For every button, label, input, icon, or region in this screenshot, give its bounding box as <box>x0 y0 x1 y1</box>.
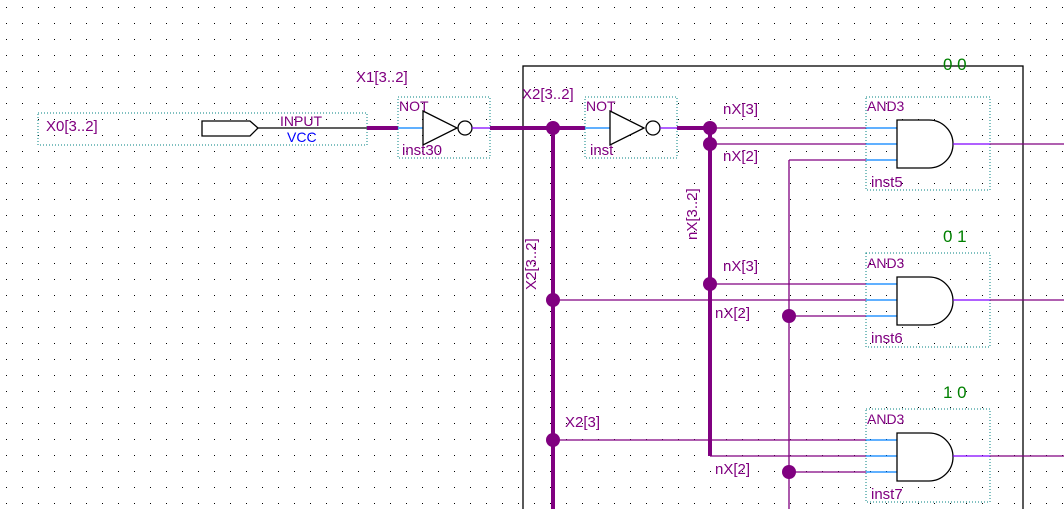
junctions <box>546 121 796 479</box>
and-gate-inst6[interactable]: 0 1 AND3 inst6 <box>865 227 1064 348</box>
gate-inst: inst30 <box>402 142 442 159</box>
net-label: nX[3] <box>723 101 758 118</box>
net-label-x2-vertical: X2[3..2] <box>523 238 540 290</box>
block-border <box>522 65 1024 509</box>
and-gate-inst7[interactable]: 1 0 AND3 inst7 <box>865 383 1064 503</box>
code-label: 1 0 <box>943 383 967 402</box>
net-label-nx-vertical: nX[3..2] <box>684 188 701 240</box>
and-gate-icon <box>896 276 954 326</box>
net-label: nX[2] <box>715 305 750 322</box>
and-gate-icon <box>896 119 954 169</box>
input-pin-name: X0[3..2] <box>46 118 98 135</box>
not-gate-inst[interactable]: NOT inst <box>584 96 678 159</box>
gate-inst: inst <box>590 142 614 159</box>
gate-inst: inst5 <box>871 174 903 191</box>
input-pin-shape <box>201 120 259 137</box>
gate-type: NOT <box>399 98 429 114</box>
net-label: nX[2] <box>715 461 750 478</box>
and-gate-icon <box>896 432 954 482</box>
not-gate-inst30[interactable]: NOT inst30 <box>397 96 491 159</box>
gate-inst: inst7 <box>871 486 903 503</box>
not-gate-icon <box>422 109 459 147</box>
gate-type: AND3 <box>867 98 905 114</box>
code-label: 0 0 <box>943 55 967 74</box>
not-gate-icon <box>609 109 646 147</box>
net-label: nX[3] <box>723 258 758 275</box>
net-label: nX[2] <box>723 148 758 165</box>
gate-type: NOT <box>586 98 616 114</box>
net-label-x1: X1[3..2] <box>356 69 408 86</box>
input-default: VCC <box>287 129 317 145</box>
gate-inst: inst6 <box>871 330 903 347</box>
input-type: INPUT <box>280 113 322 129</box>
net-label: X2[3] <box>565 414 600 431</box>
and-gate-inst5[interactable]: 0 0 AND3 inst5 <box>865 55 1064 191</box>
gate-type: AND3 <box>867 255 905 271</box>
code-label: 0 1 <box>943 227 967 246</box>
gate-type: AND3 <box>867 411 905 427</box>
net-label-x2: X2[3..2] <box>522 86 574 103</box>
